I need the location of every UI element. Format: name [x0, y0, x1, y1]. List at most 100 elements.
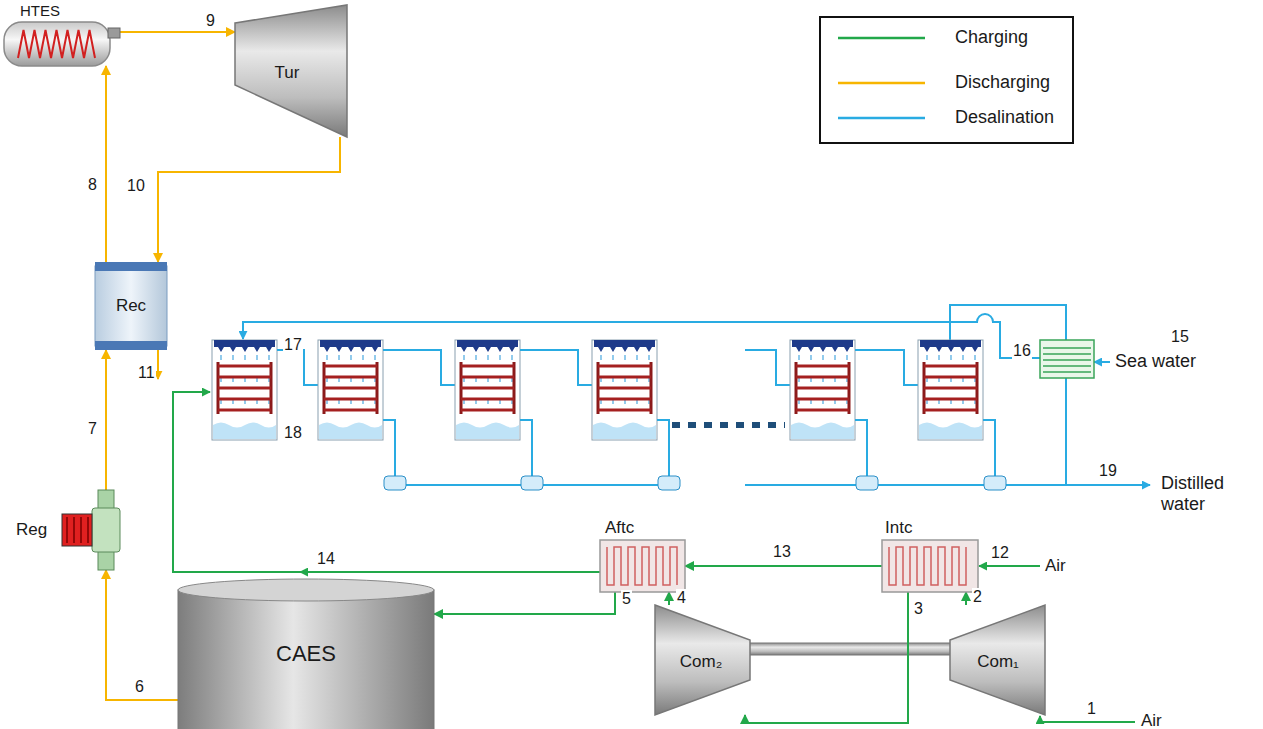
nozzle: [254, 347, 260, 352]
droplet: [822, 355, 823, 360]
stream-11: [157, 350, 159, 379]
tube: [324, 387, 377, 390]
tube: [924, 409, 977, 412]
droplet: [612, 355, 613, 360]
spray-header: [594, 340, 655, 347]
brine-pool: [319, 423, 382, 440]
state-number: 12: [990, 544, 1010, 562]
bottom-band: [95, 341, 167, 350]
regulator-outline: [62, 490, 122, 570]
tube: [324, 376, 377, 379]
flange: [92, 508, 120, 552]
state-number: 2: [972, 588, 983, 606]
spray-header: [320, 340, 381, 347]
condensate-line: [383, 420, 395, 476]
droplet: [244, 355, 245, 360]
nozzle: [218, 347, 224, 352]
tube: [796, 376, 849, 379]
tube: [598, 387, 651, 390]
tube-side: [598, 362, 651, 414]
nozzle: [348, 347, 354, 352]
effect: [318, 340, 461, 490]
spray-header: [457, 340, 518, 347]
nozzle: [924, 347, 930, 352]
component-label: Aftc: [605, 518, 634, 538]
component-label: Reg: [16, 520, 47, 540]
tube: [796, 398, 849, 401]
tube-side: [461, 362, 514, 414]
heater: [62, 514, 92, 546]
nozzle: [360, 347, 366, 352]
tube: [598, 398, 651, 401]
legend-text: Desalination: [955, 107, 1054, 128]
state-number: 15: [1170, 328, 1190, 346]
droplet: [511, 355, 512, 360]
preheater-tubes: [1043, 348, 1091, 372]
heating-coil: [18, 30, 95, 58]
tube-side: [924, 362, 977, 414]
condensate-line: [657, 420, 669, 476]
nozzle: [372, 347, 378, 352]
nozzle: [622, 347, 628, 352]
charging-stream: [434, 592, 615, 614]
condensate-line: [983, 420, 995, 476]
tube: [461, 387, 514, 390]
med-effects: [212, 340, 1006, 490]
tank-body: [4, 22, 110, 66]
component-label: CAES: [276, 641, 336, 666]
nozzle: [610, 347, 616, 352]
flash-tank: [521, 476, 543, 490]
tube: [218, 365, 271, 368]
effect: [592, 340, 680, 490]
heater-stripe: [66, 517, 68, 543]
nozzle: [936, 347, 942, 352]
discharging-stream: [106, 570, 178, 700]
stream-12: [979, 565, 1040, 567]
spray-header: [792, 340, 853, 347]
condensate-line: [855, 420, 867, 476]
stream-15: [1094, 361, 1110, 363]
droplet: [350, 355, 351, 360]
preheater: [1040, 340, 1094, 378]
nozzle: [832, 347, 838, 352]
legend-sample: [838, 117, 925, 120]
droplet: [926, 355, 927, 360]
intercooler-outline: [882, 540, 978, 592]
brine-pool: [456, 423, 519, 440]
legend-sample: [838, 37, 925, 40]
stream-name: Air: [1044, 556, 1067, 576]
nozzle: [972, 347, 978, 352]
preheater-body: [1040, 340, 1094, 378]
intercooler: Intc: [882, 540, 978, 592]
nozzle: [646, 347, 652, 352]
tube: [924, 387, 977, 390]
stream-name: Sea water: [1114, 351, 1197, 372]
component-label: Com₂: [680, 652, 723, 672]
tube: [598, 409, 651, 412]
spray-header: [214, 340, 275, 347]
nozzle: [497, 347, 503, 352]
tube: [218, 409, 271, 412]
cooler-coil: [889, 547, 966, 585]
tube-side: [218, 362, 271, 414]
droplet: [600, 355, 601, 360]
compressor: Com₁: [950, 605, 1045, 715]
effect: [790, 340, 924, 490]
droplet: [950, 355, 951, 360]
nozzle: [485, 347, 491, 352]
tube-side: [796, 362, 849, 414]
stream-19: [745, 484, 1150, 486]
state-number: 14: [316, 550, 336, 568]
heat-storage-tank: HTES: [4, 22, 120, 66]
vapor-link: [855, 350, 924, 385]
tube: [598, 365, 651, 368]
effect-shell: [212, 340, 277, 440]
charging-stream: [668, 592, 670, 605]
droplet: [798, 355, 799, 360]
droplet: [962, 355, 963, 360]
turbine: Tur: [235, 5, 347, 137]
state-number: 17: [283, 336, 303, 354]
nozzle: [108, 28, 120, 38]
brine-pool: [213, 423, 276, 440]
droplet: [374, 355, 375, 360]
